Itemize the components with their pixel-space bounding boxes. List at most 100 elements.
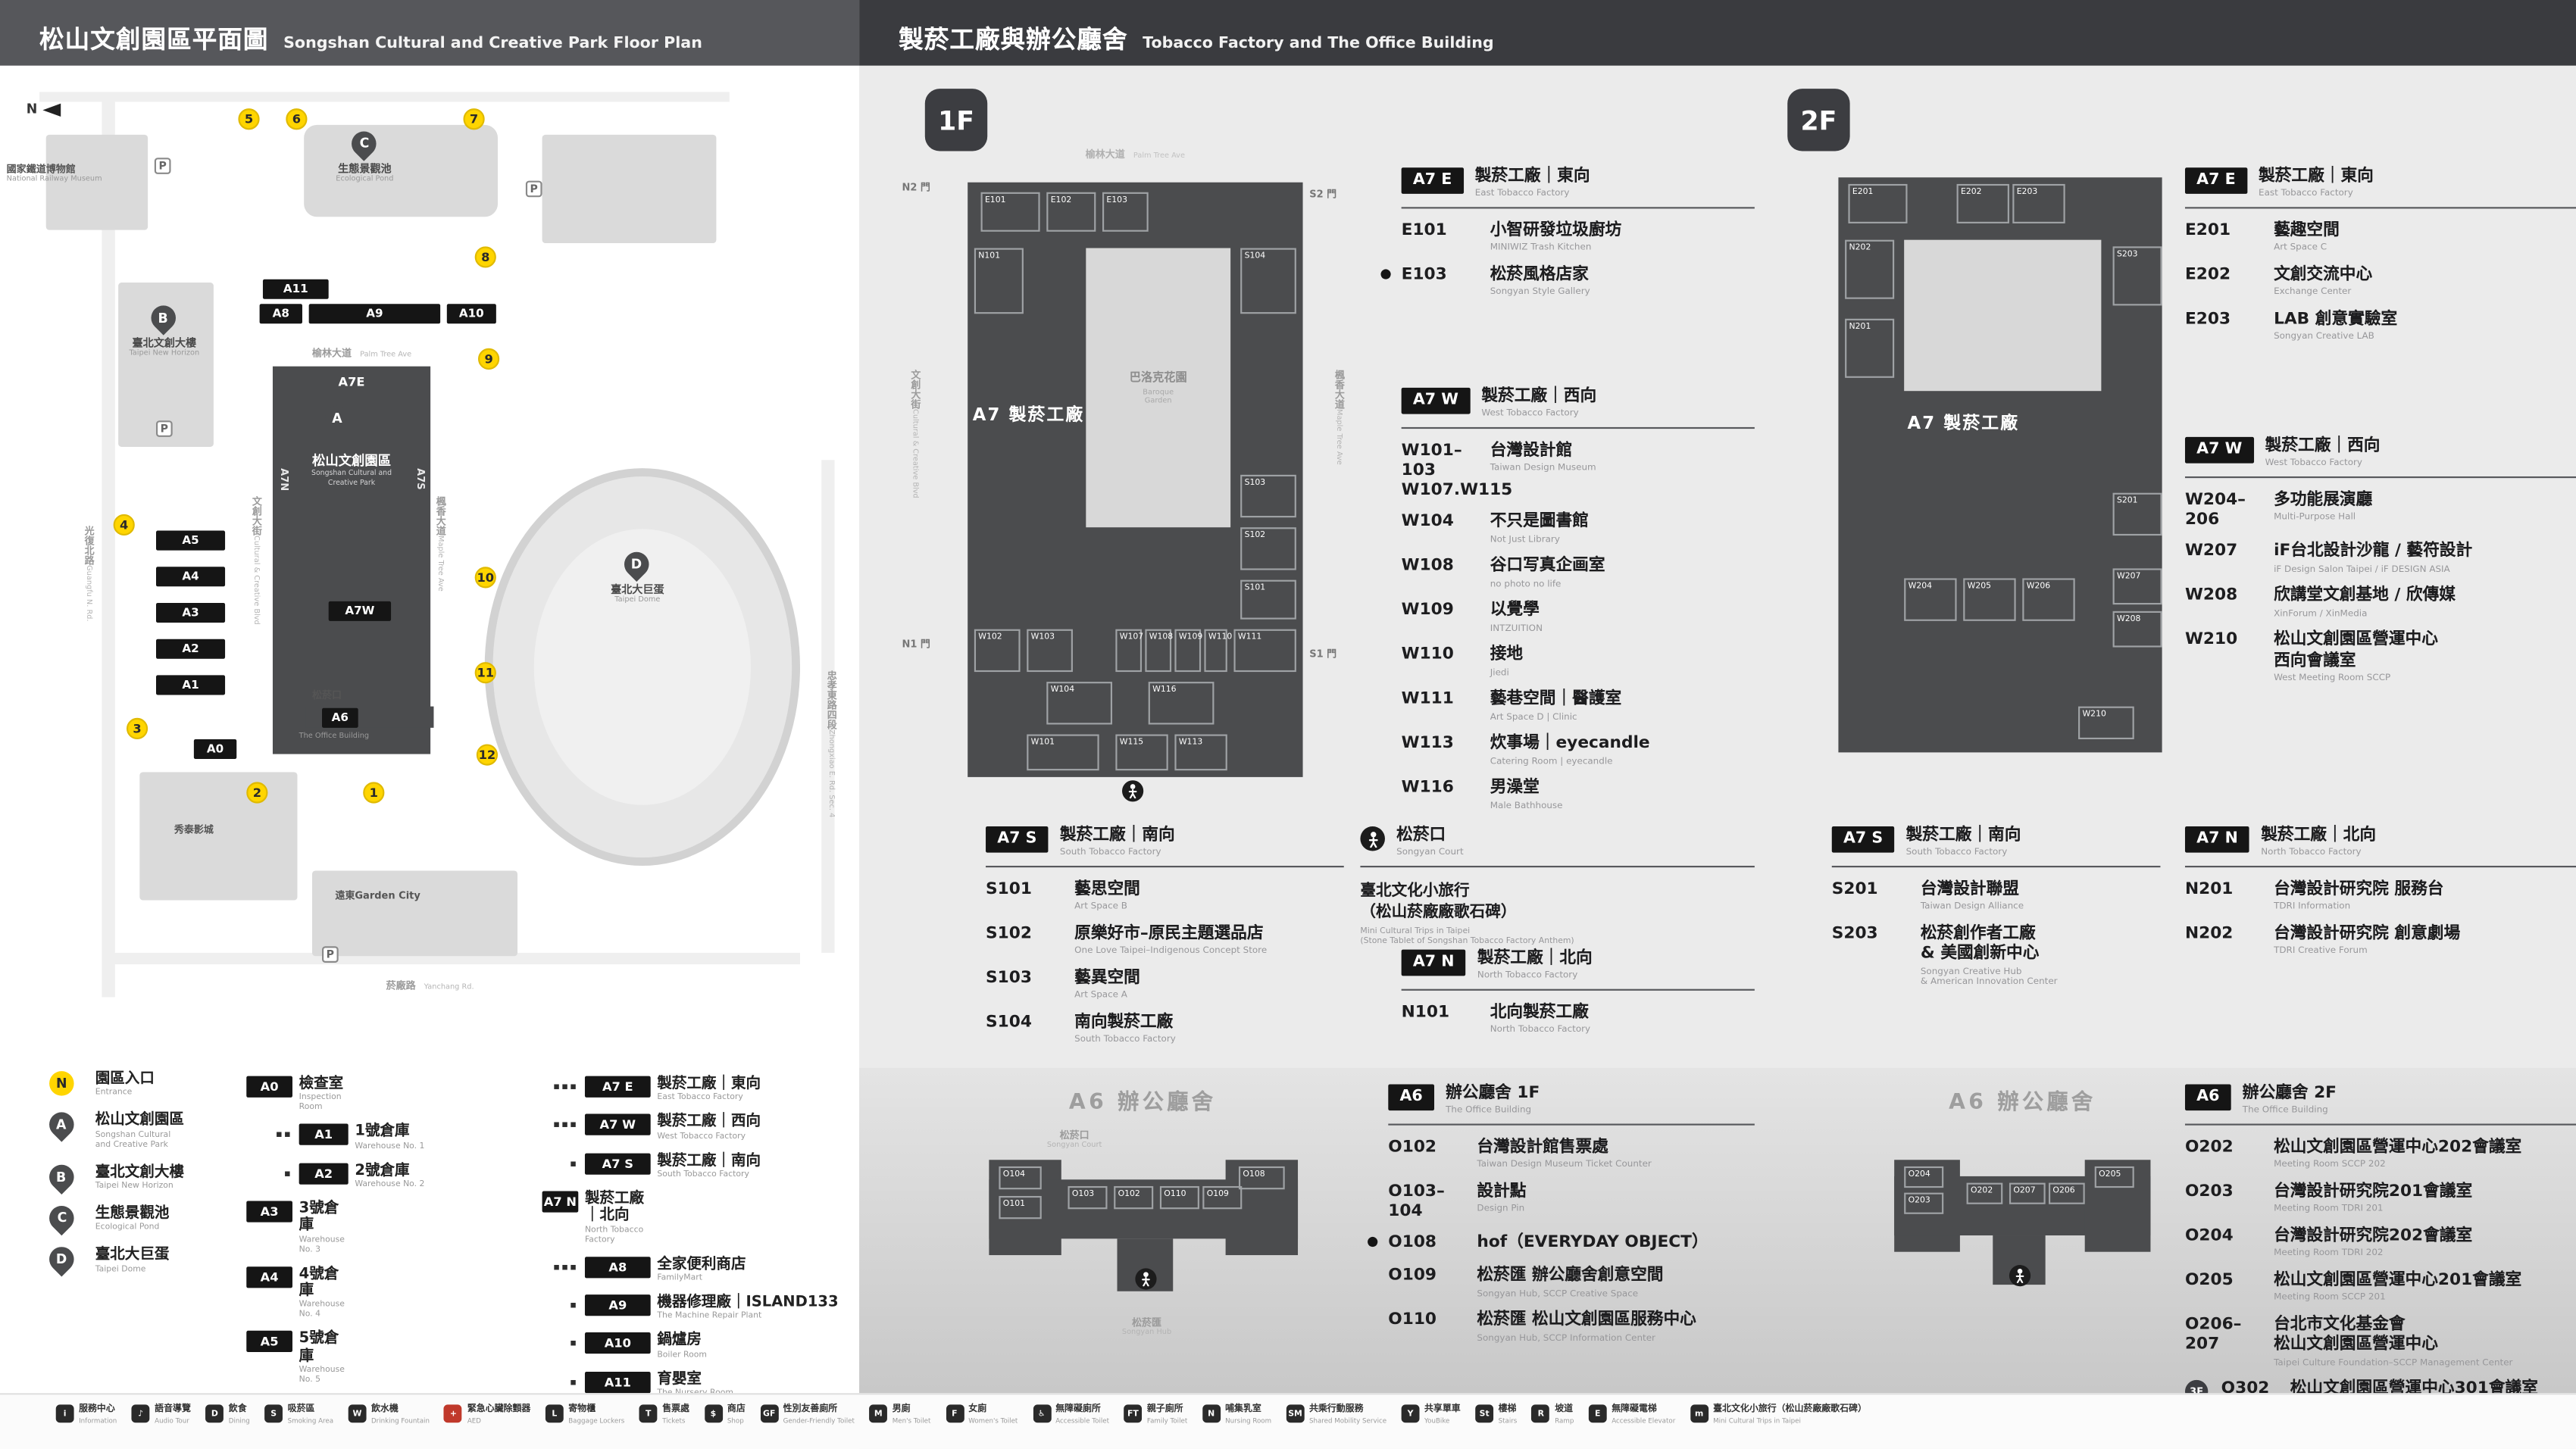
street-label: 榆林大道 Palm Tree Ave bbox=[311, 348, 412, 360]
street-label-vertical: 光復北路Guangfu N. Rd. bbox=[82, 526, 94, 622]
entry-code: N202 bbox=[2184, 924, 2234, 942]
legend-code-box: A7 E bbox=[584, 1076, 651, 1098]
map-code-box: A10 bbox=[446, 304, 496, 324]
smoking-area-icon: S bbox=[264, 1404, 283, 1423]
a7n-map-label: A7N bbox=[277, 468, 289, 492]
legend-code-box: A2 bbox=[299, 1162, 349, 1185]
street-label-vertical: 文創大街Cultural & Creative Blvd bbox=[908, 370, 921, 498]
entry-code: W204–206 bbox=[2184, 490, 2246, 529]
road bbox=[39, 92, 730, 102]
map-label: The Office Building bbox=[299, 732, 370, 742]
entry-code: W207 bbox=[2184, 542, 2238, 561]
a6-plan-title: A6 辦公廳舍 bbox=[1949, 1091, 2096, 1116]
entry-code: O204 bbox=[2184, 1226, 2234, 1244]
map-code-box: A6 bbox=[322, 707, 358, 728]
map-code-box: A2 bbox=[155, 639, 226, 659]
legend-code-box: A1 bbox=[299, 1124, 349, 1146]
drinking-fountain-icon: W bbox=[348, 1404, 367, 1423]
entry-code: O205 bbox=[2184, 1270, 2234, 1289]
entrance-marker: 6 bbox=[286, 108, 308, 130]
shared-mobility-icon: SM bbox=[1286, 1404, 1305, 1423]
left-header: 松山文創園區平面圖 Songshan Cultural and Creative… bbox=[0, 0, 860, 66]
section-code: A7 N bbox=[2184, 826, 2250, 852]
entry-text: hof（EVERYDAY OBJECT） bbox=[1477, 1233, 1708, 1252]
map-label: 松菸口 bbox=[311, 689, 342, 702]
entry-code: O206–207 bbox=[2184, 1315, 2242, 1354]
map-code-box: A0 bbox=[193, 739, 237, 760]
accessible-elevator-icon: E bbox=[1588, 1404, 1607, 1423]
section-code: A7 N bbox=[1401, 949, 1466, 976]
entrance-marker: 8 bbox=[474, 246, 496, 268]
facility-label: 臺北文化小旅行（松山菸廠廠歌石碑）Mini Cultural Trips in … bbox=[1713, 1404, 1867, 1424]
map-code-box: A3 bbox=[155, 602, 226, 623]
entry-code: E203 bbox=[2184, 309, 2231, 328]
entrance-marker: 7 bbox=[463, 108, 485, 130]
north-arrow: N bbox=[27, 101, 61, 117]
songyan-court-icon bbox=[1122, 780, 1144, 802]
building-cinema bbox=[139, 772, 298, 901]
entry-code: E101 bbox=[1401, 220, 1447, 239]
legend-code-box: A8 bbox=[584, 1256, 651, 1278]
row-icons: ▪ bbox=[570, 1376, 579, 1388]
right-title-zh: 製菸工廠與辦公廳舍 bbox=[899, 24, 1128, 55]
building-ecological-pond bbox=[304, 124, 499, 217]
map-code-box: A7W bbox=[328, 601, 392, 621]
building-railway-museum bbox=[45, 134, 148, 230]
north-arrow-icon bbox=[42, 102, 61, 116]
north-label: N bbox=[26, 101, 38, 117]
